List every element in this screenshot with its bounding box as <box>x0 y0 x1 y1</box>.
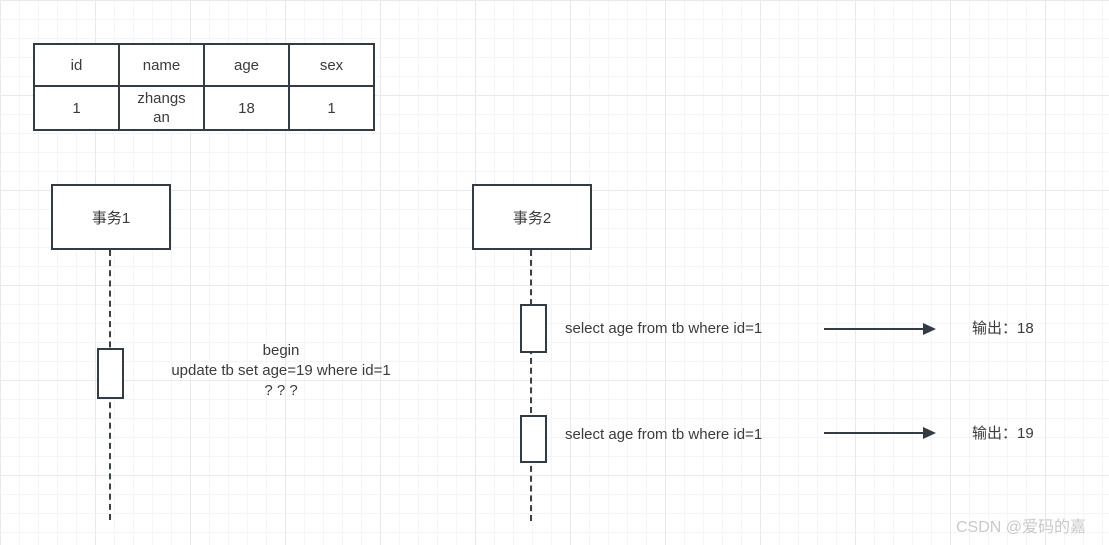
select-query-1-label: select age from tb where id=1 <box>565 320 763 337</box>
csdn-watermark: CSDN @爱码的嘉 <box>956 519 1087 536</box>
activation-bar-transaction-2-first <box>520 304 547 353</box>
arrow-right-icon <box>824 427 936 439</box>
db-table-cell-id: 1 <box>33 85 120 131</box>
db-table-cell-name-text: zhangsan <box>137 90 186 126</box>
actor-transaction-2-label: 事务2 <box>512 209 552 227</box>
select-query-2-label: select age from tb where id=1 <box>565 426 763 443</box>
transaction-1-note: begin update tb set age=19 where id=1 ? … <box>131 341 431 401</box>
output-2-label: 输出：19 <box>972 425 1034 442</box>
actor-transaction-1: 事务1 <box>51 184 171 250</box>
db-table-header-name: name <box>118 43 205 87</box>
db-table-header-age: age <box>203 43 290 87</box>
db-table-data-row: 1 zhangsan 18 1 <box>33 85 375 131</box>
activation-bar-transaction-2-second <box>520 415 547 463</box>
note-line-question-marks: ? ? ? <box>264 382 298 399</box>
arrow-right-icon <box>824 323 936 335</box>
actor-transaction-2: 事务2 <box>472 184 592 250</box>
arrow-head <box>923 427 936 439</box>
lifeline-transaction-2 <box>530 250 532 521</box>
db-table-cell-name: zhangsan <box>118 85 205 131</box>
db-table-header-sex: sex <box>288 43 375 87</box>
arrow-shaft <box>824 328 923 330</box>
arrow-shaft <box>824 432 923 434</box>
note-line-begin: begin <box>262 342 300 359</box>
db-table-cell-sex: 1 <box>288 85 375 131</box>
db-table: id name age sex 1 zhangsan 18 1 <box>33 43 375 131</box>
arrow-head <box>923 323 936 335</box>
db-table-cell-age: 18 <box>203 85 290 131</box>
note-line-update: update tb set age=19 where id=1 <box>171 362 391 379</box>
db-table-header-id: id <box>33 43 120 87</box>
output-1-label: 输出：18 <box>972 320 1034 337</box>
activation-bar-transaction-1 <box>97 348 124 399</box>
db-table-header-row: id name age sex <box>33 43 375 87</box>
actor-transaction-1-label: 事务1 <box>91 209 131 227</box>
